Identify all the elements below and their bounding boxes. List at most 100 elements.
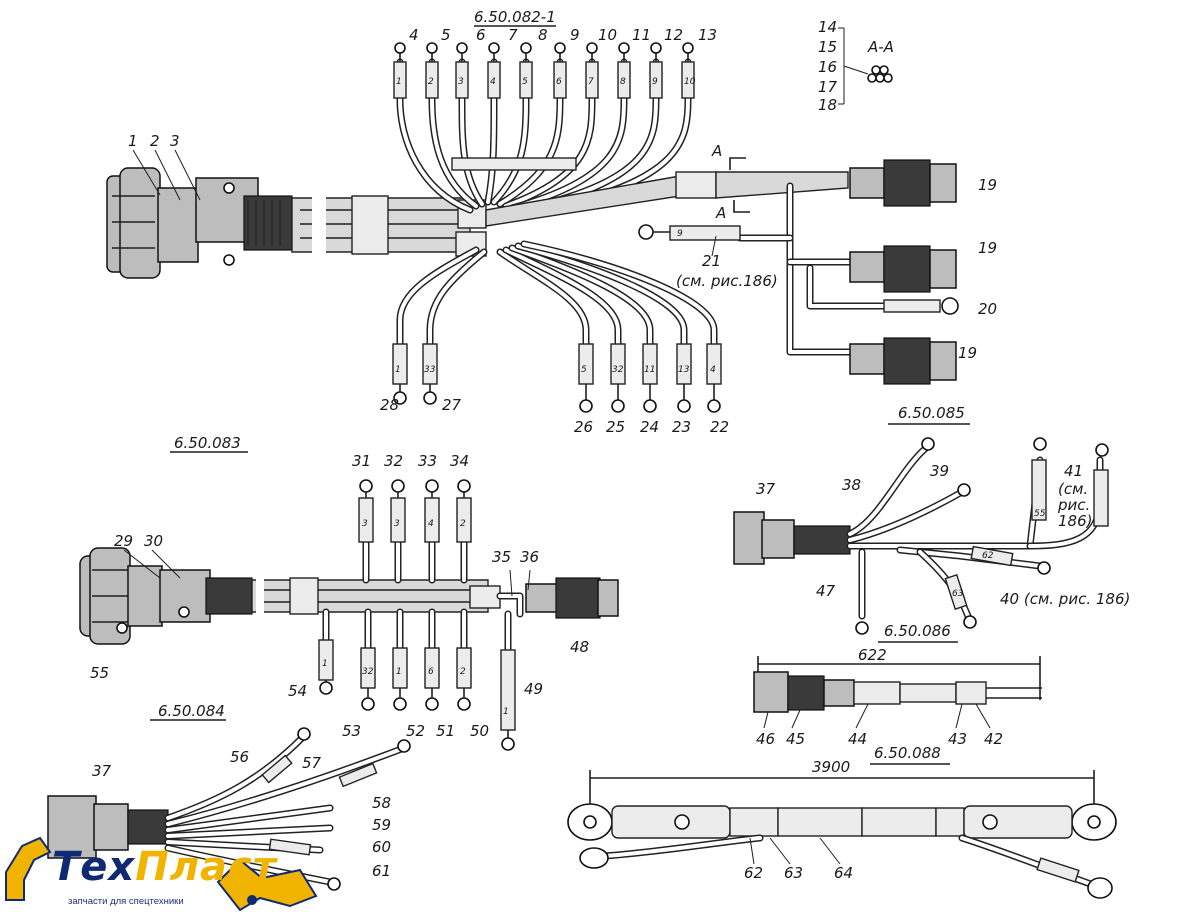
callout-11: 11 [632, 26, 651, 44]
logo-brand-part1: Тех [52, 844, 136, 890]
wire-mark: 11 [644, 365, 655, 375]
callout-24: 24 [640, 418, 659, 436]
callout-50: 50 [470, 722, 489, 740]
harness-6-50-084: 6.50.084 56 57 58 59 60 61 37 [47, 702, 411, 891]
callout-7: 7 [508, 26, 518, 44]
callout-28: 28 [380, 396, 399, 414]
wire-mark: 32 [362, 667, 374, 677]
main-connector-top [106, 167, 293, 279]
callout-35: 35 [492, 548, 511, 566]
callout-20: 20 [978, 300, 997, 318]
callout-64: 64 [834, 864, 853, 882]
wire-mark: 6 [428, 667, 434, 677]
callout-63: 63 [784, 864, 803, 882]
callout-22: 22 [710, 418, 729, 436]
callout-10: 10 [598, 26, 617, 44]
callout-53: 53 [342, 722, 361, 740]
wire-mark: 4 [428, 519, 434, 529]
wire-mark: 2 [428, 77, 434, 87]
title-6-50-082: 6.50.082-1 [474, 8, 556, 26]
callout-51: 51 [436, 722, 455, 740]
callout-26: 26 [574, 418, 593, 436]
wire-mark: 10 [684, 77, 696, 87]
right-branch: 9 [485, 159, 959, 385]
callout-54: 54 [288, 682, 307, 700]
wire-mark: 9 [652, 77, 658, 87]
section-mark-a2: А [715, 204, 726, 222]
callout-37-upper: 37 [756, 480, 776, 498]
callout-37-lower: 37 [92, 762, 112, 780]
wire-mark: 1 [322, 659, 328, 669]
lower-wire-ends: 1 33 5 32 11 13 4 [392, 343, 722, 413]
callout-21-ref: (см. рис.186) [676, 272, 778, 290]
wire-mark: 2 [460, 519, 466, 529]
wire-mark: 62 [982, 551, 994, 561]
wire-mark: 3 [394, 519, 400, 529]
dimension-3900: 3900 [812, 758, 850, 776]
callout-45: 45 [786, 730, 805, 748]
callout-14: 14 [818, 18, 837, 36]
callout-33: 33 [418, 452, 437, 470]
callout-17: 17 [818, 78, 838, 96]
callout-27: 27 [442, 396, 462, 414]
wire-mark: 1 [395, 365, 401, 375]
title-6-50-085: 6.50.085 [898, 404, 965, 422]
callout-43: 43 [948, 730, 967, 748]
callout-21: 21 [702, 252, 721, 270]
callout-41-ref1: (см. [1058, 480, 1088, 498]
connector-55 [79, 547, 253, 645]
harness-6-50-082: 6.50.082-1 [106, 8, 997, 436]
callout-13: 13 [698, 26, 717, 44]
wire-mark: 9 [677, 229, 683, 239]
callout-41-ref3: 186) [1058, 512, 1092, 530]
callout-40: 40 (см. рис. 186) [1000, 590, 1130, 608]
callout-42: 42 [984, 730, 1003, 748]
callout-49: 49 [524, 680, 543, 698]
wire-mark: 7 [588, 77, 594, 87]
wire-mark: 6 [556, 77, 562, 87]
title-6-50-086: 6.50.086 [884, 622, 951, 640]
wire-mark: 8 [620, 77, 626, 87]
callout-59: 59 [372, 816, 391, 834]
harness-6-50-088: 622 46 45 44 43 42 6.50.088 [753, 646, 1042, 765]
techplast-logo: ТехПласт запчасти для спецтехники [0, 838, 330, 916]
callout-62: 62 [744, 864, 763, 882]
callout-1: 1 [128, 132, 138, 150]
title-6-50-084: 6.50.084 [158, 702, 225, 720]
callout-44: 44 [848, 730, 867, 748]
wire-mark: 1 [396, 77, 402, 87]
title-6-50-088: 6.50.088 [874, 744, 941, 762]
callout-32: 32 [384, 452, 403, 470]
callout-12: 12 [664, 26, 683, 44]
callout-9: 9 [570, 26, 580, 44]
callout-23: 23 [672, 418, 691, 436]
wire-mark: 4 [710, 365, 716, 375]
top-fan-wires [396, 58, 692, 216]
callout-48: 48 [570, 638, 589, 656]
dimension-622: 622 [858, 646, 887, 664]
logo-wordmark: ТехПласт [52, 844, 277, 890]
callout-8: 8 [538, 26, 548, 44]
callout-38: 38 [842, 476, 861, 494]
section-title: А-А [867, 38, 894, 56]
callout-41-ref2: рис. [1057, 496, 1090, 514]
callout-29: 29 [114, 532, 133, 550]
wire-mark: 5 [522, 77, 528, 87]
callout-57: 57 [302, 754, 322, 772]
callout-31: 31 [352, 452, 371, 470]
callout-25: 25 [606, 418, 625, 436]
callout-16: 16 [818, 58, 837, 76]
harness-6-50-083: 6.50.083 3 3 4 2 [79, 434, 619, 751]
callout-2: 2 [150, 132, 160, 150]
wire-mark: 33 [424, 365, 436, 375]
callout-34: 34 [450, 452, 469, 470]
callout-4: 4 [409, 26, 419, 44]
callout-55: 55 [90, 664, 109, 682]
cable-3900: 3900 62 63 64 [567, 758, 1117, 899]
logo-tagline: запчасти для спецтехники [68, 896, 184, 907]
callout-19-top: 19 [978, 176, 997, 194]
callout-6: 6 [476, 26, 486, 44]
wire-mark: 32 [612, 365, 624, 375]
callout-19-bottom: 19 [958, 344, 977, 362]
